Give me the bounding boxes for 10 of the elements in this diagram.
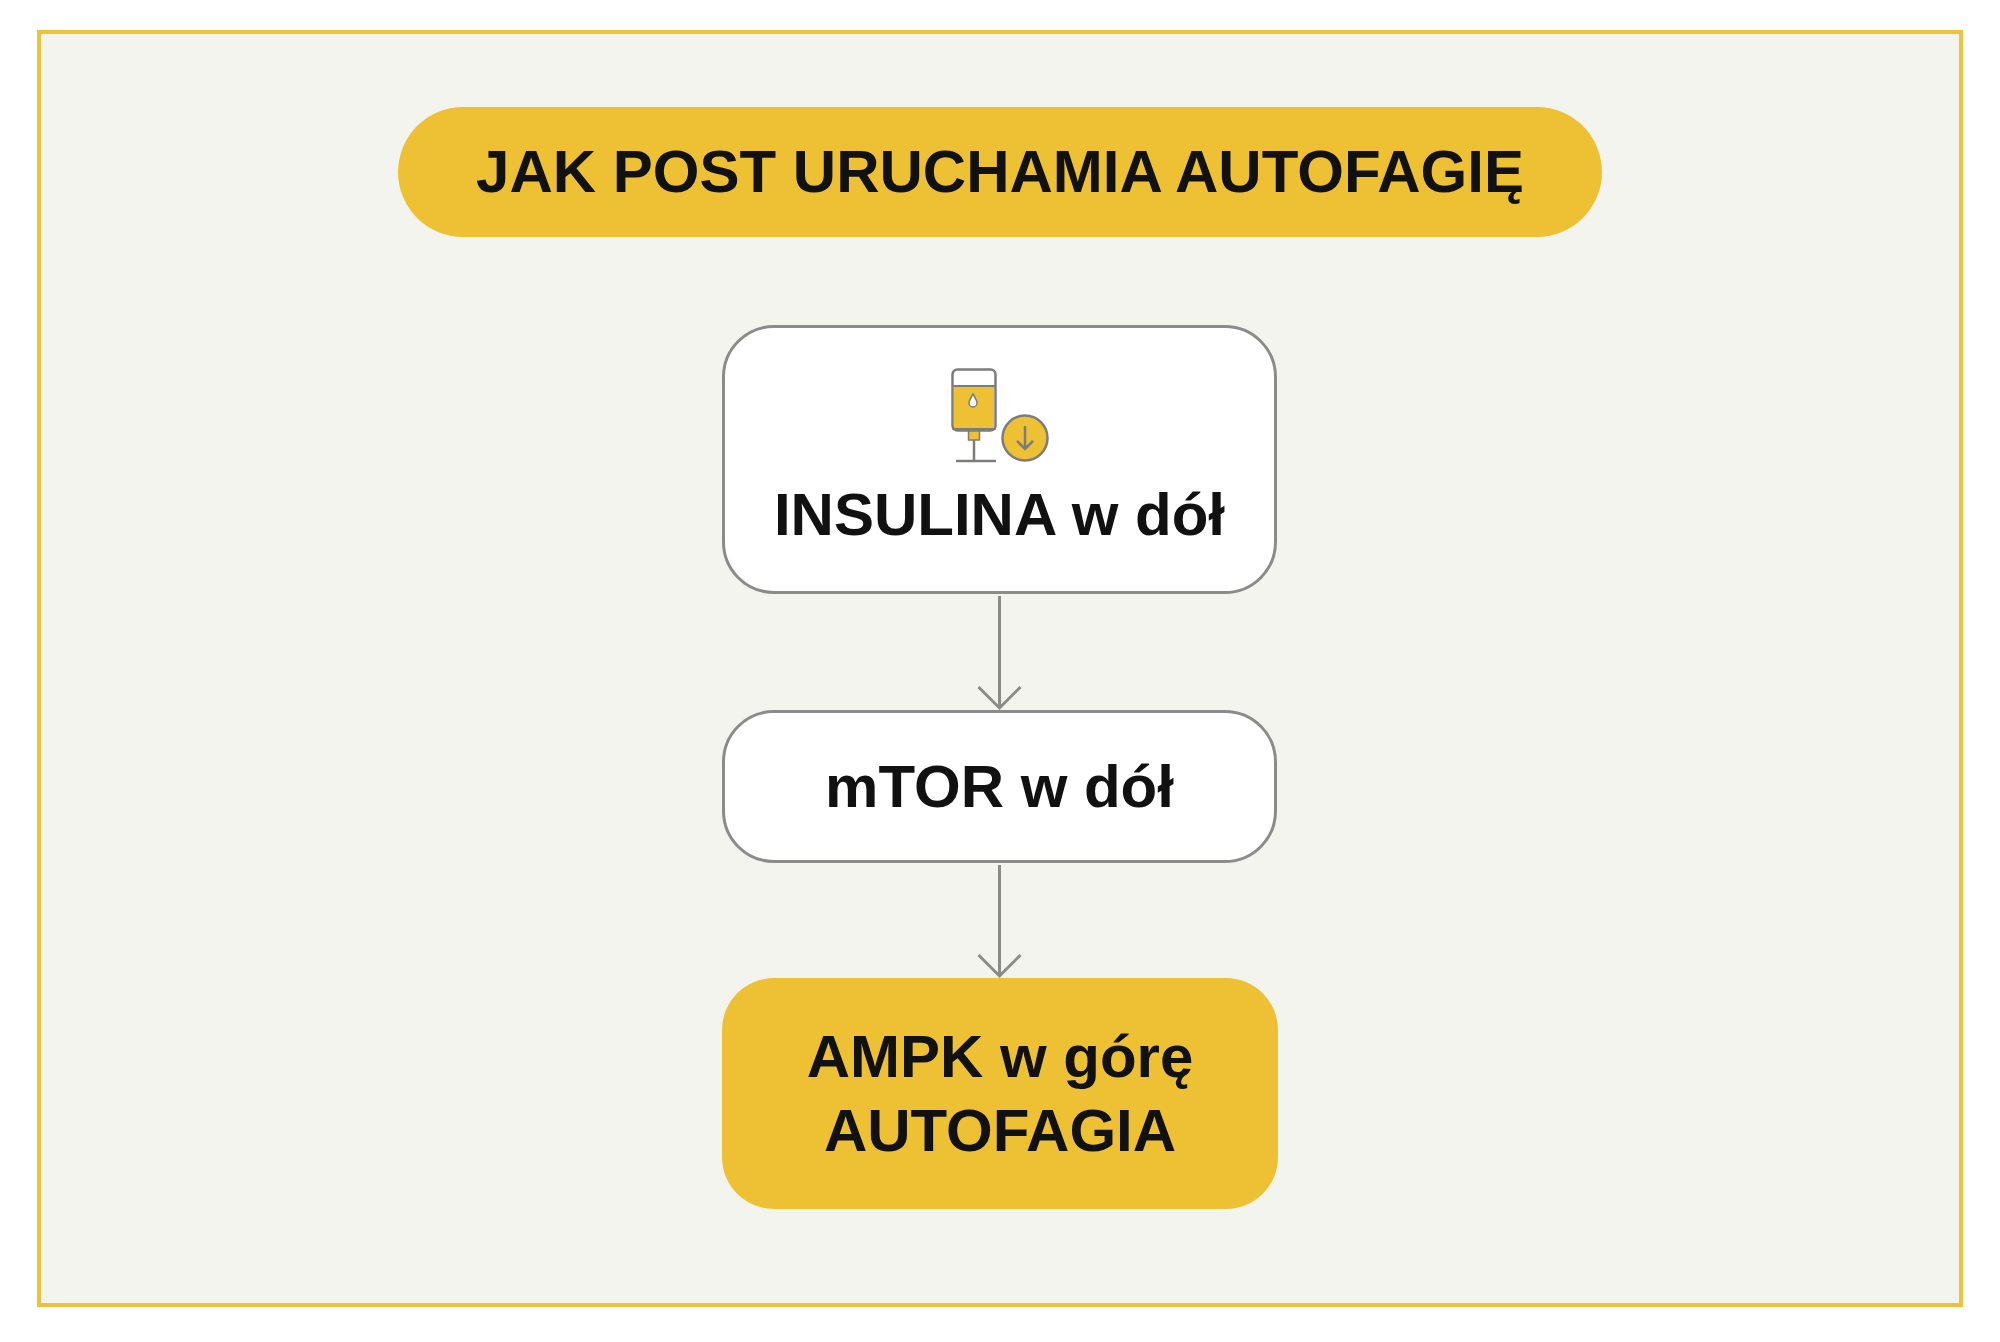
node-label: mTOR w dół — [825, 751, 1174, 822]
process-box — [722, 710, 1277, 863]
title-banner: JAK POST URUCHAMIA AUTOFAGIĘ — [398, 107, 1602, 237]
node-label: AUTOFAGIA — [823, 1095, 1177, 1166]
process-box — [722, 325, 1277, 594]
arrow — [977, 865, 1022, 978]
node-label: INSULINA w dół — [773, 479, 1226, 550]
node-label: AMPK w górę — [806, 1021, 1194, 1092]
arrow — [977, 596, 1022, 710]
result-box — [722, 978, 1278, 1209]
